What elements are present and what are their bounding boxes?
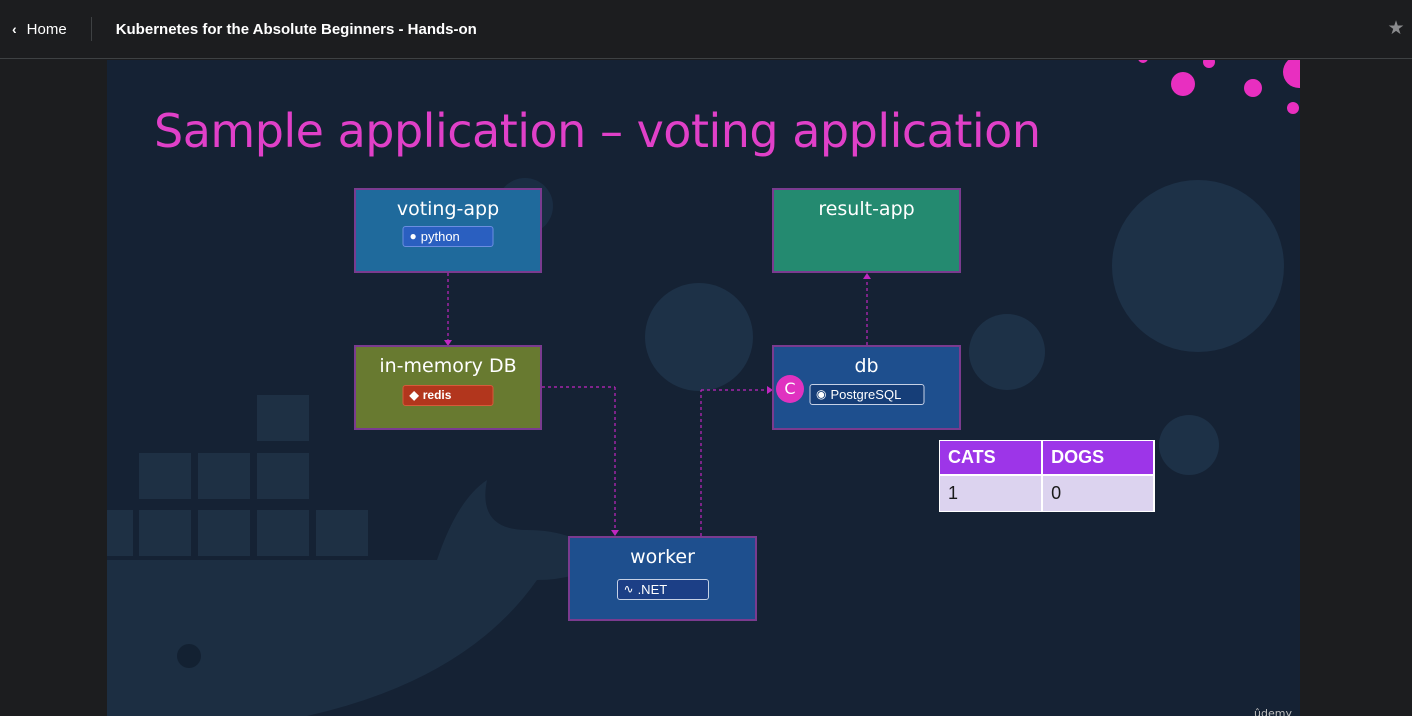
cursor-badge: C (776, 375, 804, 403)
pink-dot (1283, 60, 1300, 88)
bg-circle (1112, 180, 1284, 352)
docker-whale-art (107, 480, 607, 716)
worker-box: worker ∿ .NET (568, 536, 757, 621)
column-header-cats: CATS (939, 440, 1044, 475)
postgresql-elephant-icon: ◉ (816, 387, 827, 401)
python-badge: ● python (402, 226, 494, 247)
table-row: 1 0 (939, 474, 1155, 511)
result-app-label: result-app (818, 198, 915, 220)
chevron-left-icon: ‹ (12, 21, 17, 37)
pink-dot (1171, 72, 1195, 96)
python-logo-icon: ● (409, 229, 417, 243)
star-icon[interactable]: ★ (1387, 18, 1405, 39)
python-label: python (420, 229, 460, 244)
result-app-box: result-app (772, 188, 961, 273)
flow-arrowheads (444, 273, 871, 536)
voting-app-label: voting-app (396, 198, 500, 220)
cell-dogs-count: 0 (1042, 474, 1155, 511)
bg-circle (645, 283, 753, 391)
dotnet-label: .NET (637, 582, 668, 597)
pink-dot (1244, 79, 1262, 97)
bg-circle (969, 314, 1045, 390)
redis-logo-icon: ◆ (409, 388, 419, 402)
slide-background-art (107, 60, 1300, 716)
lecture-slide: Sample application – voting application … (107, 60, 1300, 716)
in-memory-db-label: in-memory DB (379, 355, 517, 377)
dotnet-logo-icon: ∿ (623, 582, 634, 596)
column-header-dogs: DOGS (1042, 440, 1155, 475)
slide-title: Sample application – voting application (154, 104, 1041, 158)
course-title: Kubernetes for the Absolute Beginners - … (115, 20, 477, 38)
video-player[interactable]: Sample application – voting application … (0, 60, 1412, 716)
pink-dot (1203, 60, 1215, 68)
pink-dot (1287, 102, 1299, 114)
in-memory-db-box: in-memory DB ◆ redis (354, 345, 542, 430)
course-header: ‹ Home Kubernetes for the Absolute Begin… (0, 0, 1412, 59)
header-divider (90, 17, 92, 41)
docker-containers-art (107, 395, 368, 556)
bg-circle (1159, 415, 1219, 475)
home-button[interactable]: ‹ Home (0, 0, 91, 58)
dotnet-badge: ∿ .NET (616, 579, 709, 600)
worker-label: worker (630, 546, 695, 568)
db-label: db (854, 355, 879, 377)
home-label: Home (26, 20, 67, 38)
table-header-row: CATS DOGS (939, 440, 1155, 475)
postgresql-badge: ◉ PostgreSQL (809, 384, 924, 405)
redis-badge: ◆ redis (402, 385, 494, 406)
pink-dot (1138, 60, 1148, 63)
whale-eye (177, 644, 201, 668)
udemy-watermark: ûdemy (1254, 707, 1292, 716)
redis-label: redis (422, 388, 452, 402)
votes-table: CATS DOGS 1 0 (939, 440, 1155, 512)
voting-app-box: voting-app ● python (354, 188, 542, 273)
postgresql-label: PostgreSQL (830, 387, 902, 402)
cell-cats-count: 1 (939, 474, 1044, 511)
flow-connectors (447, 273, 868, 536)
